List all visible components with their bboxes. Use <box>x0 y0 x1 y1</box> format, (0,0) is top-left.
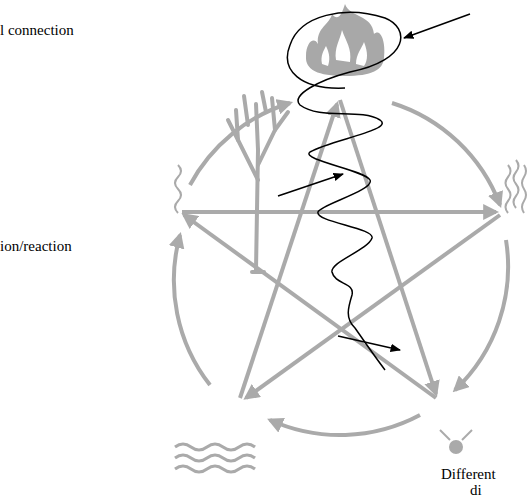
wave-symbol <box>175 160 526 213</box>
water-icon <box>175 444 255 472</box>
wood-icon <box>228 92 288 272</box>
connection-line <box>287 12 400 370</box>
annotation-label: Different <box>441 466 496 482</box>
annotation-label: ion/reaction <box>0 238 72 254</box>
annotation-label: l connection <box>0 22 74 38</box>
leader-arrow <box>278 14 470 350</box>
cycle-circle <box>174 103 508 435</box>
metal-icon <box>440 430 472 453</box>
annotation-label: di <box>470 482 482 498</box>
pentagram <box>182 100 500 398</box>
